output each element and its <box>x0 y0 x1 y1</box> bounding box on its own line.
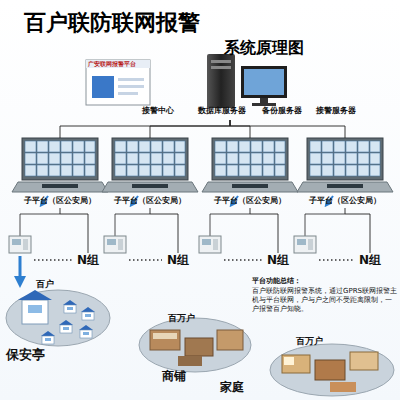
connector-line <box>250 208 278 253</box>
node-label: N组 <box>72 254 104 267</box>
connector-line <box>345 208 370 253</box>
connector-line <box>60 208 88 253</box>
sub-platform: 子平台（区公安局） <box>208 138 292 208</box>
node-label: 百万户 <box>296 337 323 347</box>
node-label: 子平台（区公安局） <box>18 197 102 206</box>
subtitle-text: 系统原理图 <box>224 38 344 58</box>
node-label: 百万户 <box>168 314 195 324</box>
user-area: 百万户家庭 <box>210 335 398 398</box>
node-label: 接警服务器 <box>316 107 356 116</box>
note-text: 百户联防联网报警系统，通过GPRS联网报警主机与平台联网，户与户之间不受距离限制… <box>252 287 397 313</box>
node-label: 家庭 <box>220 381 244 394</box>
node-label: 子平台（区公安局） <box>108 197 192 206</box>
node-label: 百户 <box>36 280 54 290</box>
connector-line <box>230 120 345 138</box>
user-area: 百户保安亭 <box>2 280 112 370</box>
node-label: 保安亭 <box>6 348 45 362</box>
node-label: 子平台（区公安局） <box>208 197 292 206</box>
sub-platform: 子平台（区公安局） <box>303 138 387 208</box>
user-area: 百万户商铺 <box>138 312 256 387</box>
node-label: 接警中心 <box>142 107 174 116</box>
group-node: N组 <box>262 253 294 269</box>
node-label: N组 <box>162 254 194 267</box>
node-label: 数据库服务器 <box>198 107 246 116</box>
diagram-title: 百户联防联网报警 <box>24 8 200 38</box>
node-label: 商铺 <box>162 370 186 383</box>
screen-text: 广安联网报警平台 <box>88 61 150 68</box>
node-label: 子平台（区公安局） <box>303 197 387 206</box>
sub-platform: 子平台（区公安局） <box>108 138 192 208</box>
connector-line <box>150 208 178 253</box>
connector-line <box>60 120 230 138</box>
node-label: N组 <box>262 254 294 267</box>
connector-line <box>230 120 250 138</box>
group-node: N组 <box>72 253 104 269</box>
node-label: N组 <box>354 254 386 267</box>
node-label: 备份服务器 <box>262 107 302 116</box>
server-center: 接警中心 数据库服务器 备份服务器 接警服务器 <box>80 58 380 120</box>
note-heading: 平台功能总结： <box>252 277 397 286</box>
group-node: N组 <box>162 253 194 269</box>
group-node: N组 <box>354 253 386 269</box>
sub-platform: 子平台（区公安局） <box>18 138 102 208</box>
connector-line <box>150 120 230 138</box>
